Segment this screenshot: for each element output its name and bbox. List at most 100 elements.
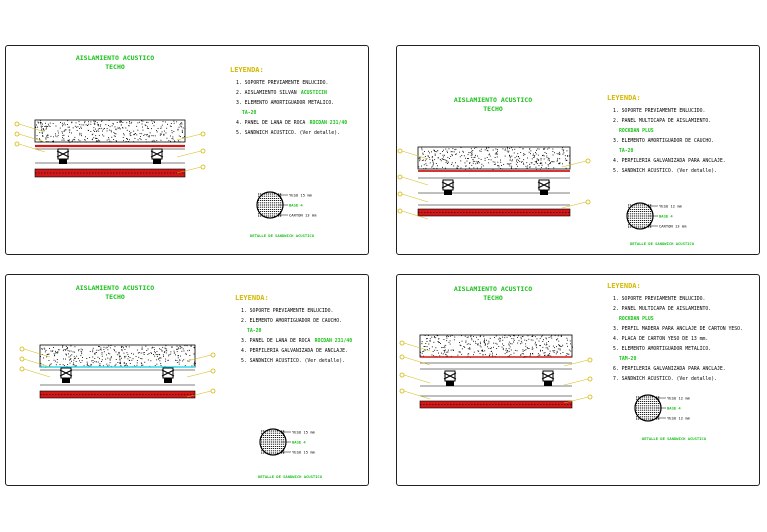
gravel-dot [517, 342, 519, 344]
gravel-dot [101, 353, 103, 355]
gravel-dot [136, 125, 138, 127]
gravel-dot [121, 350, 123, 352]
gravel-dot [80, 355, 82, 357]
gravel-dot [158, 358, 159, 360]
gravel-dot [120, 121, 122, 122]
gravel-dot [552, 350, 554, 351]
gravel-dot [170, 353, 172, 355]
gravel-dot [466, 160, 468, 162]
gravel-dot [566, 159, 568, 161]
gravel-dot [557, 338, 559, 340]
gravel-dot [508, 163, 509, 165]
gravel-dot [529, 355, 531, 357]
gravel-dot [95, 128, 96, 130]
gravel-dot [69, 359, 70, 361]
gravel-dot [147, 128, 149, 129]
gravel-dot [159, 348, 160, 350]
gravel-dot [190, 345, 192, 347]
gravel-dot [68, 140, 70, 141]
gravel-dot [470, 148, 472, 150]
gravel-dot [47, 123, 49, 125]
gravel-dot [453, 350, 454, 351]
gravel-dot [493, 346, 494, 348]
gravel-dot [178, 363, 180, 365]
gravel-dot [128, 360, 130, 361]
gravel-dot [122, 127, 124, 129]
gravel-dot [123, 361, 125, 363]
gravel-dot [99, 358, 100, 360]
gravel-dot [40, 140, 42, 142]
gravel-dot [141, 365, 143, 366]
callout-marker [14, 131, 20, 137]
gravel-dot [159, 134, 161, 136]
gravel-dot [52, 141, 54, 143]
gravel-dot [527, 157, 528, 159]
gravel-dot [80, 350, 82, 352]
gravel-dot [157, 128, 159, 129]
gravel-dot [510, 354, 512, 356]
gravel-dot [521, 161, 523, 162]
gravel-dot [84, 139, 86, 141]
gravel-dot [114, 133, 116, 134]
gravel-dot [167, 359, 169, 361]
gravel-dot [145, 139, 147, 140]
gravel-dot [160, 363, 162, 365]
gravel-dot [504, 353, 506, 355]
gravel-dot [156, 356, 158, 357]
gravel-dot [515, 168, 517, 169]
gravel-dot [103, 346, 105, 348]
gravel-dot [91, 139, 93, 141]
gravel-dot [125, 364, 127, 366]
gravel-dot [446, 150, 448, 152]
callout-leader [176, 133, 202, 141]
gravel-dot [496, 154, 498, 155]
gravel-dot [67, 139, 69, 141]
gravel-dot [437, 341, 439, 342]
legend-title: LEYENDA: [235, 294, 269, 302]
gravel-dot [475, 343, 477, 344]
gravel-dot [115, 359, 117, 360]
gravel-dot [92, 138, 93, 140]
gravel-dot [81, 353, 83, 355]
gravel-dot [121, 120, 122, 122]
gravel-dot [116, 141, 117, 142]
gravel-dot [93, 137, 95, 139]
gravel-dot [174, 140, 175, 142]
gravel-dot [479, 353, 481, 354]
gravel-dot [430, 340, 431, 342]
gravel-dot [145, 125, 147, 126]
callout-leader [18, 123, 46, 133]
callout-leader [561, 160, 587, 168]
gravel-dot [421, 160, 423, 161]
gravel-dot [150, 352, 152, 354]
gravel-dot [557, 335, 559, 337]
gravel-dot [545, 347, 547, 349]
gravel-dot [96, 137, 98, 139]
gravel-dot [62, 124, 64, 126]
gravel-dot [79, 132, 81, 134]
gravel-dot [442, 353, 444, 355]
gravel-dot [557, 159, 558, 161]
gravel-dot [453, 151, 455, 153]
gravel-dot [451, 162, 453, 164]
gravel-dot [178, 347, 179, 349]
gravel-dot [493, 164, 495, 165]
gravel-dot [479, 335, 481, 337]
gravel-dot [182, 348, 184, 350]
gravel-dot [508, 348, 510, 350]
gravel-dot [529, 148, 531, 150]
gravel-dot [543, 155, 545, 157]
gravel-dot [175, 354, 176, 356]
gravel-dot [69, 131, 70, 133]
gravel-dot [127, 141, 129, 142]
gravel-dot [427, 155, 429, 157]
gravel-dot [538, 159, 540, 161]
gravel-dot [463, 151, 464, 153]
gravel-dot [545, 344, 547, 346]
gravel-dot [537, 353, 539, 355]
gravel-dot [52, 350, 54, 352]
gravel-dot [464, 346, 466, 348]
gravel-dot [433, 162, 434, 164]
gravel-dot [109, 347, 111, 349]
gravel-dot [91, 134, 93, 136]
